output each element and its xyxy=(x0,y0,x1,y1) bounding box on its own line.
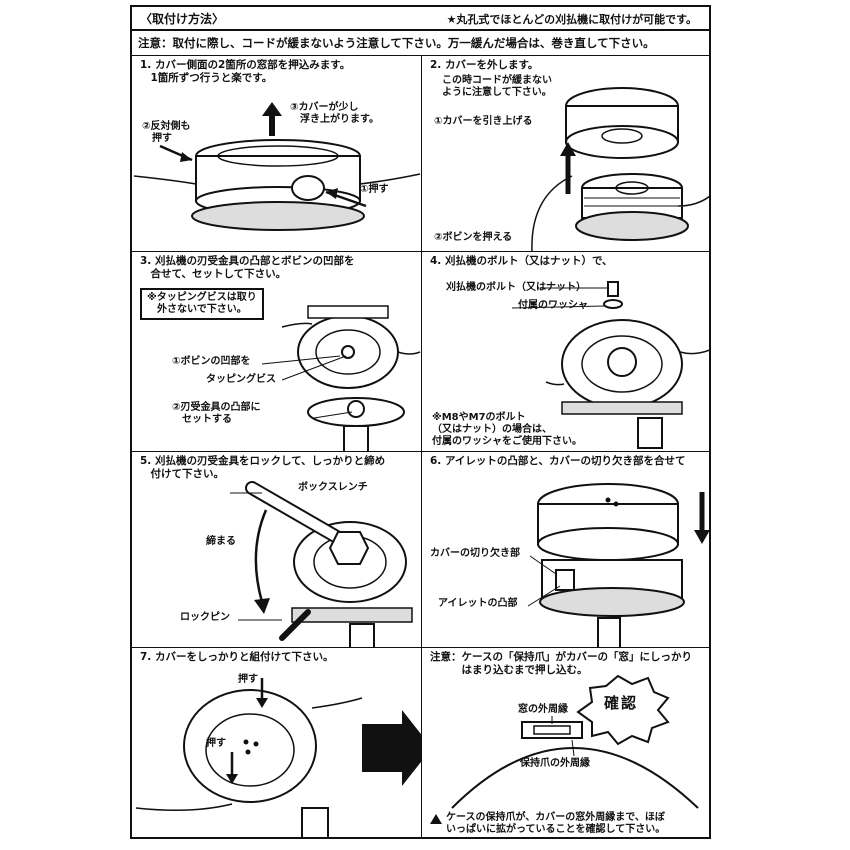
step-6-label-b: アイレットの凸部 xyxy=(438,598,518,610)
step-4-panel: 4. 刈払機のボルト（又はナット）で、 刈払機のボルト（又はナット） 付属のワッ… xyxy=(421,251,709,451)
step-3-panel: 3. 刈払機の刃受金具の凸部とボビンの凹部を 合せて、セットして下さい。 ※タッ… xyxy=(132,251,421,451)
step-8-label-c: ケースの保持爪が、カバーの窓外周縁まで、ほぼ いっぱいに拡がっていることを確認し… xyxy=(446,812,665,836)
step-5-label-a: ボックスレンチ xyxy=(298,482,368,494)
header-bar: 〈取付け方法〉 ★丸孔式でほとんどの刈払機に取付けが可能です。 xyxy=(132,7,709,31)
page-title: 〈取付け方法〉 xyxy=(140,10,224,27)
step-6-label-a: カバーの切り欠き部 xyxy=(430,548,520,560)
step-8-label-b: 保持爪の外周縁 xyxy=(520,758,590,770)
step-1-panel: 1. カバー側面の2箇所の窓部を押込みます。 1箇所ずつ行うと楽です。 ②反対側… xyxy=(132,55,421,251)
step-6-panel: 6. アイレットの凸部と、カバーの切り欠き部を合せて カバーの切り欠き部 アイレ… xyxy=(421,451,709,647)
step-5-illustration xyxy=(132,452,421,648)
step-7-panel: 7. カバーをしっかりと組付けて下さい。 押す 押す xyxy=(132,647,421,837)
step-4-label-c: ※M8やM7のボルト （又はナット）の場合は、 付属のワッシャをご使用下さい。 xyxy=(432,412,582,448)
step-2-label-b: ①カバーを引き上げる xyxy=(434,116,532,128)
step-5-panel: 5. 刈払機の刃受金具をロックして、しっかりと締め 付けて下さい。 ボックスレン… xyxy=(132,451,421,647)
step-2-label-a: この時コードが緩まない ように注意して下さい。 xyxy=(442,75,552,99)
step-7-illustration xyxy=(132,648,421,838)
confirm-stamp: 確認 xyxy=(604,692,638,713)
step-3-label-c: ②刃受金具の凸部に セットする xyxy=(172,402,260,426)
step-8-panel: 注意：ケースの「保持爪」がカバーの「窓」にしっかり はまり込むまで押し込む。 確… xyxy=(421,647,709,837)
step-4-label-a: 刈払機のボルト（又はナット） xyxy=(446,282,586,294)
header-note: ★丸孔式でほとんどの刈払機に取付けが可能です。 xyxy=(447,11,697,27)
step-1-label-a: ②反対側も 押す xyxy=(142,121,190,145)
step-5-label-c: ロックピン xyxy=(180,612,230,624)
step-4-label-b: 付属のワッシャ xyxy=(518,300,588,312)
step-7-label-b: 押す xyxy=(206,738,226,750)
step-7-label-a: 押す xyxy=(238,674,258,686)
step-3-label-b: タッピングビス xyxy=(206,374,276,386)
step-8-label-a: 窓の外周縁 xyxy=(518,704,568,716)
step-8-illustration xyxy=(422,648,710,838)
step-3-label-a: ①ボビンの凹部を xyxy=(172,356,250,368)
step-1-label-c: ①押す xyxy=(360,184,388,196)
step-1-label-b: ③カバーが少し 浮き上がります。 xyxy=(290,102,379,126)
caution-text: 注意：取付に際し、コードが緩まないよう注意して下さい。万一緩んだ場合は、巻き直し… xyxy=(138,35,655,51)
step-5-label-b: 締まる xyxy=(206,536,236,548)
step-2-label-c: ②ボビンを押える xyxy=(434,232,512,244)
step-1-illustration xyxy=(132,56,421,252)
step-2-panel: 2. カバーを外します。 この時コードが緩まない ように注意して下さい。 ①カバ… xyxy=(421,55,709,251)
page-frame: 〈取付け方法〉 ★丸孔式でほとんどの刈払機に取付けが可能です。 注意：取付に際し… xyxy=(130,5,711,839)
